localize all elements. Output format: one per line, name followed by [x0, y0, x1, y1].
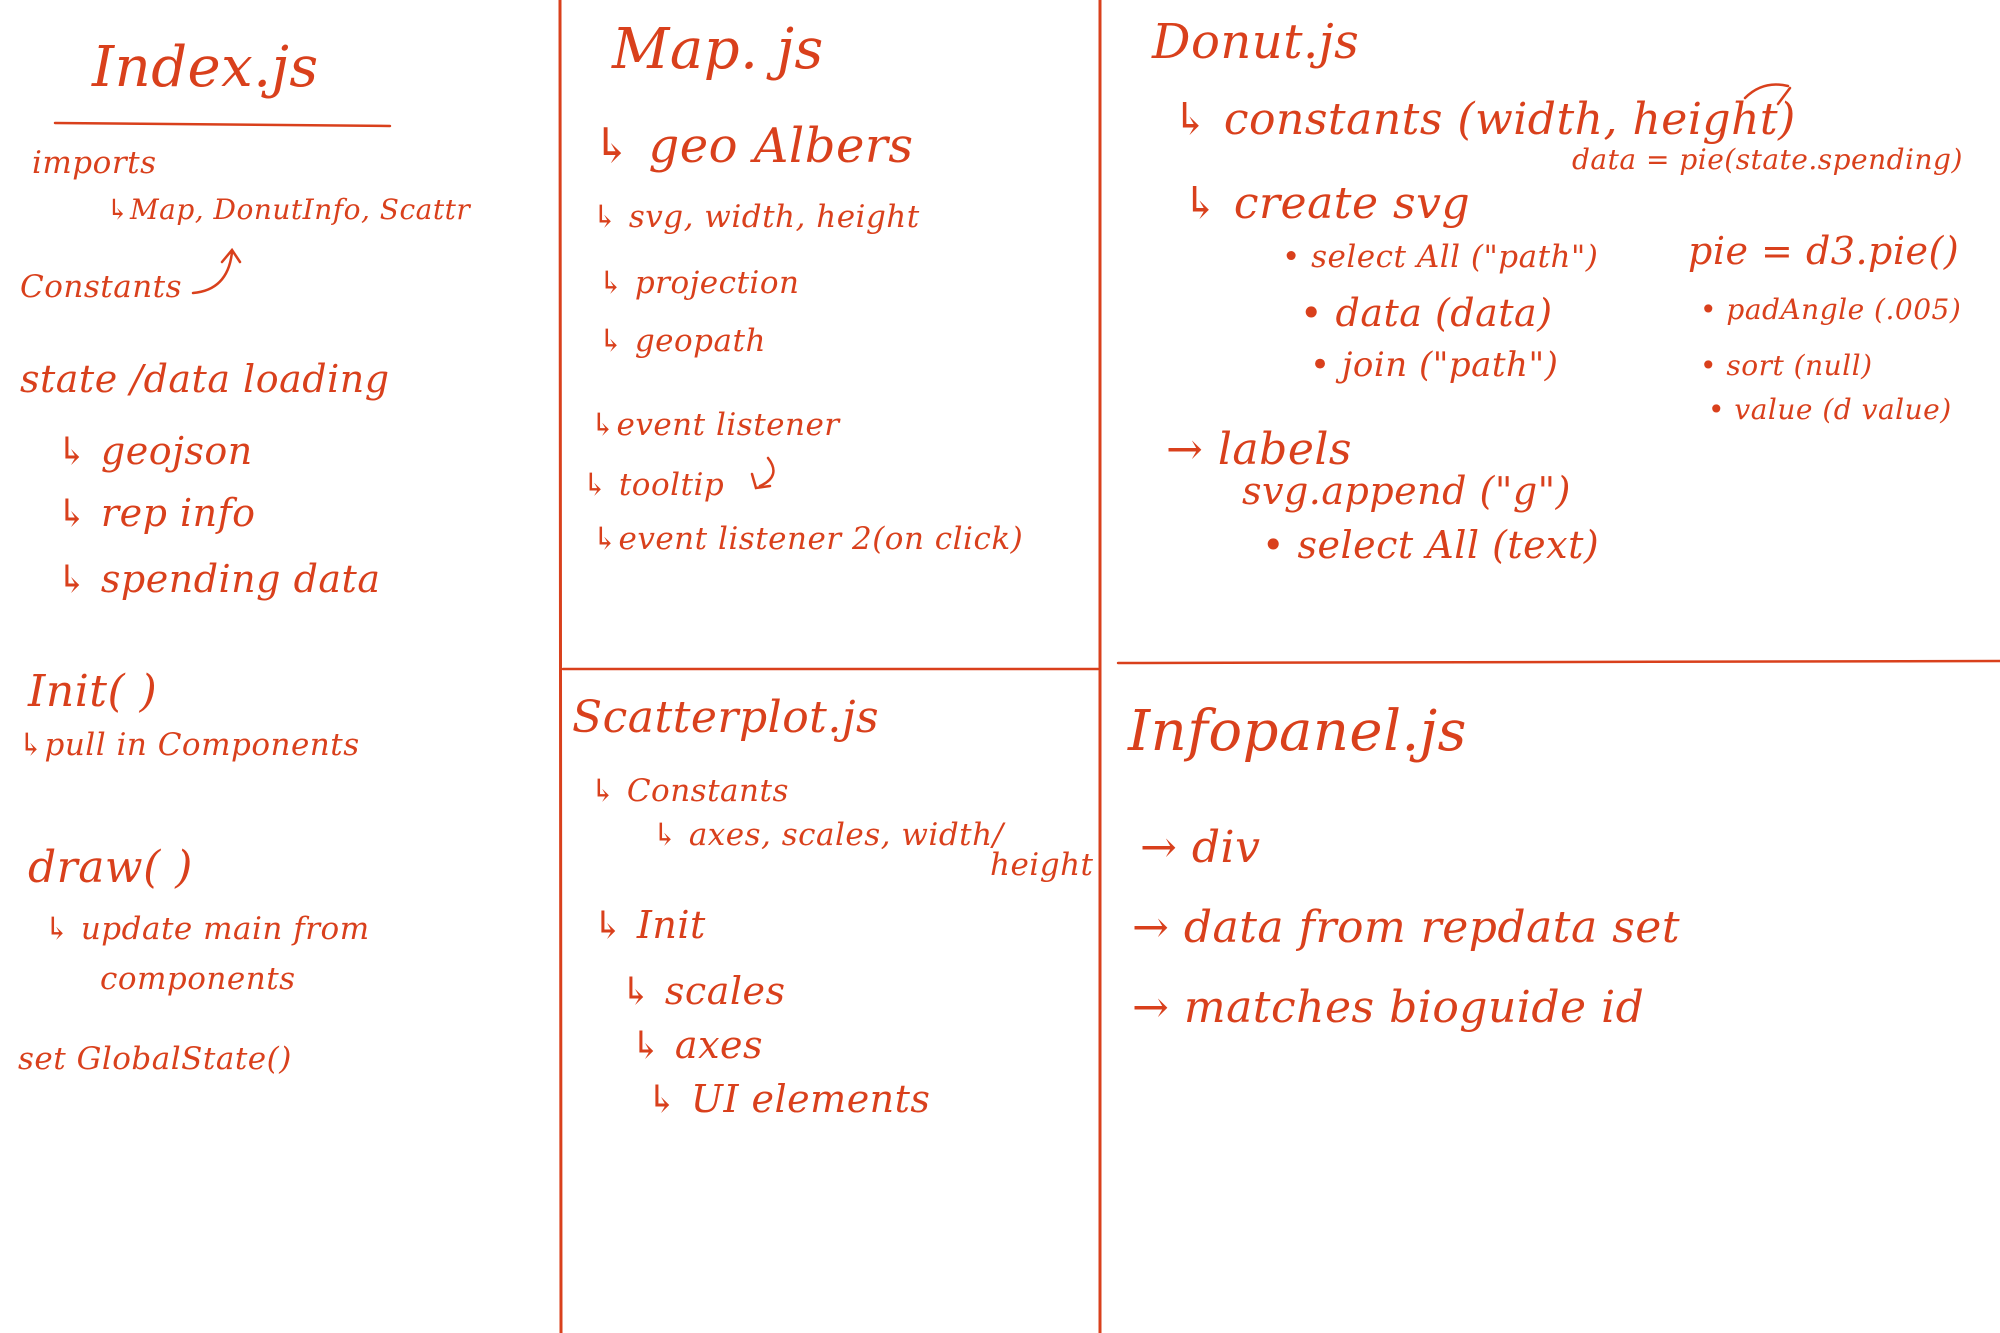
- scatter-constants: ↳ Constants: [590, 773, 789, 809]
- scatter-axes-scales: ↳ axes, scales, width/: [652, 817, 1004, 853]
- index-init: Init( ): [28, 666, 158, 717]
- map-tooltip: ↳ tooltip: [582, 467, 725, 503]
- tooltip-arrow: [750, 456, 775, 490]
- donut-select-all-path: • select All ("path"): [1282, 239, 1599, 275]
- donut-join-path: • join ("path"): [1310, 345, 1559, 385]
- donut-data-data: • data (data): [1300, 291, 1553, 335]
- map-event-listener: ↳event listener: [590, 407, 840, 443]
- scatter-scales: ↳ scales: [620, 969, 786, 1013]
- index-spending-data: ↳ spending data: [56, 557, 381, 601]
- donut-create-svg: ↳ create svg: [1182, 178, 1471, 229]
- constants-curved-arrow-right: [1743, 83, 1792, 106]
- divider-vertical-left: [558, 0, 563, 1333]
- map-projection: ↳ projection: [598, 265, 800, 301]
- map-geo-albers: ↳ geo Albers: [592, 118, 914, 174]
- donut-value: • value (d value): [1708, 393, 1952, 426]
- index-title: Index.js: [92, 35, 319, 100]
- scatter-ui-elements: ↳ UI elements: [646, 1077, 931, 1121]
- infopanel-title: Infopanel.js: [1128, 699, 1467, 764]
- index-imports-list: ↳Map, DonutInfo, Scattr: [106, 193, 471, 226]
- donut-svg-append: svg.append ("g"): [1242, 469, 1571, 513]
- index-update-main: ↳ update main from: [44, 911, 370, 947]
- donut-title: Donut.js: [1152, 14, 1360, 70]
- infopanel-matches: → matches bioguide id: [1132, 982, 1645, 1033]
- index-geojson: ↳ geojson: [56, 429, 253, 473]
- scatter-title: Scatterplot.js: [572, 692, 880, 743]
- donut-data-pie: data = pie(state.spending): [1572, 143, 1963, 176]
- index-draw: draw( ): [28, 842, 193, 893]
- map-geopath: ↳ geopath: [598, 323, 766, 359]
- index-update-components: components: [100, 961, 296, 997]
- index-imports-label: imports: [32, 145, 157, 181]
- scatter-axes: ↳ axes: [630, 1023, 763, 1067]
- index-pull-components: ↳pull in Components: [18, 727, 360, 763]
- infopanel-div: → div: [1140, 822, 1261, 873]
- map-svg-width-height: ↳ svg, width, height: [592, 199, 920, 235]
- infopanel-data-from: → data from repdata set: [1132, 902, 1681, 953]
- donut-pie-d3: pie = d3.pie(): [1688, 229, 1960, 273]
- donut-pad-angle: • padAngle (.005): [1700, 293, 1962, 326]
- donut-select-all-text: • select All (text): [1262, 523, 1600, 567]
- index-constants: Constants: [20, 269, 183, 305]
- map-event-listener-2: ↳event listener 2(on click): [592, 521, 1024, 557]
- index-set-global-state: set GlobalState(): [18, 1041, 292, 1077]
- donut-constants: ↳ constants (width, height): [1172, 94, 1796, 145]
- index-rep-info: ↳ rep info: [56, 491, 256, 535]
- scatter-height: height: [990, 847, 1094, 883]
- map-title: Map. js: [612, 17, 824, 82]
- donut-labels: → labels: [1166, 424, 1353, 475]
- scatter-init: ↳ Init: [592, 903, 706, 947]
- donut-sort-null: • sort (null): [1700, 349, 1873, 382]
- constants-curved-arrow: [191, 247, 242, 295]
- index-state-loading: state /data loading: [20, 357, 390, 401]
- divider-horizontal-right: [1116, 659, 2000, 665]
- index-title-underline: [53, 121, 392, 128]
